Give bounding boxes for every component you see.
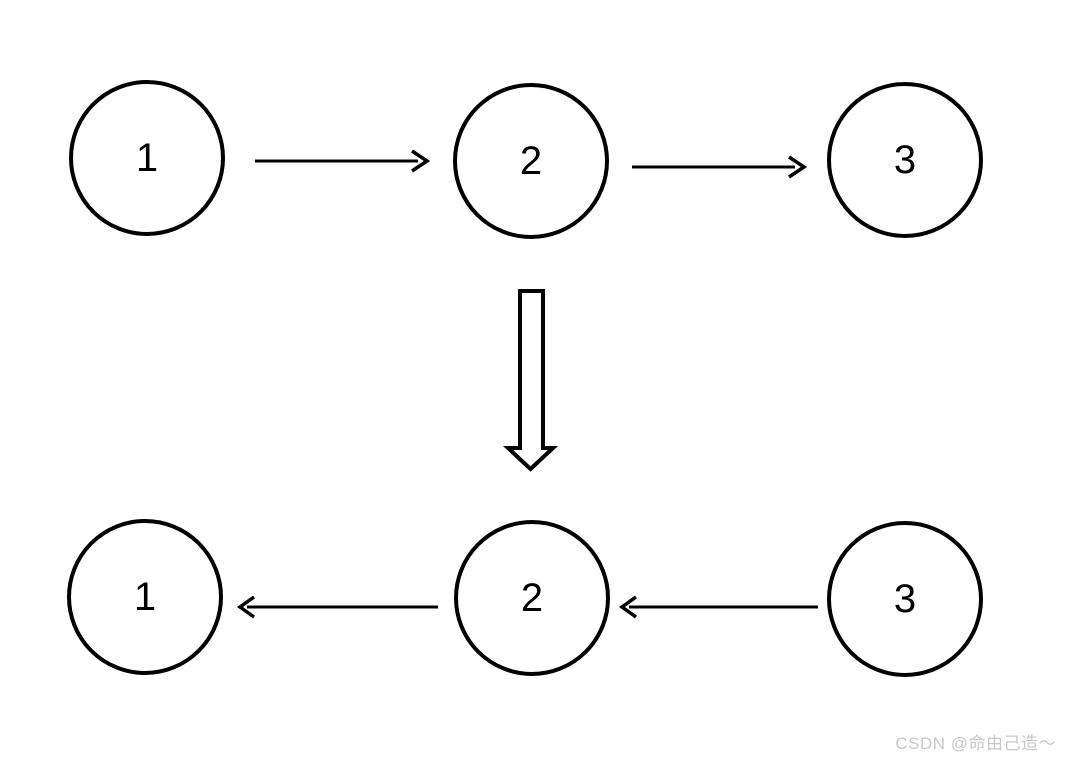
top-node-2-label: 2	[519, 139, 543, 183]
bottom-node-1: 1	[67, 519, 223, 675]
top-node-2: 2	[453, 83, 609, 239]
bottom-node-3: 3	[827, 521, 983, 677]
watermark: CSDN @命由己造～	[895, 734, 1056, 753]
left-arrow-icon	[618, 595, 818, 619]
right-arrow-icon	[632, 155, 808, 179]
bottom-node-1-label: 1	[133, 575, 157, 619]
top-node-3-label: 3	[893, 138, 917, 182]
bottom-node-2-label: 2	[520, 576, 544, 620]
left-arrow-icon	[236, 595, 438, 619]
down-block-arrow-icon	[502, 289, 559, 472]
bottom-node-3-label: 3	[893, 577, 917, 621]
top-node-3: 3	[827, 82, 983, 238]
top-node-1: 1	[69, 80, 225, 236]
top-node-1-label: 1	[135, 136, 159, 180]
right-arrow-icon	[255, 149, 431, 173]
bottom-node-2: 2	[454, 520, 610, 676]
